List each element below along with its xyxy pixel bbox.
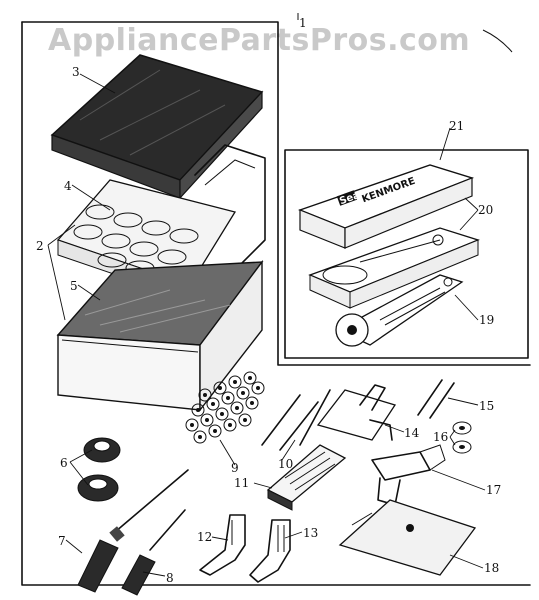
callout-10: 10 <box>278 457 293 471</box>
outer-frame <box>21 13 531 586</box>
callout-18: 18 <box>484 561 499 575</box>
callout-3: 3 <box>72 65 80 79</box>
callout-numbers: 1 2 3 4 5 6 7 8 9 10 11 12 13 14 15 16 1… <box>36 16 501 585</box>
zipper-foot <box>316 384 397 441</box>
callout-7: 7 <box>58 534 66 548</box>
inset-box <box>284 149 529 359</box>
callout-14: 14 <box>404 426 420 440</box>
gauge-attachment <box>335 274 464 347</box>
callout-20: 20 <box>478 203 493 217</box>
watermark: AppliancePartsPros.com <box>48 23 470 58</box>
presser-foot-13 <box>249 519 291 583</box>
screwdriver-small <box>121 509 186 596</box>
callout-2: 2 <box>36 239 44 253</box>
callout-15: 15 <box>479 399 494 413</box>
bobbins <box>185 371 265 444</box>
hemmer-foot <box>371 444 446 506</box>
callout-16: 16 <box>433 430 448 444</box>
callout-1: 1 <box>299 16 307 30</box>
seam-guide-plate <box>338 499 477 576</box>
spool-pins <box>417 379 455 419</box>
callout-19: 19 <box>479 313 494 327</box>
callout-13: 13 <box>303 526 318 540</box>
callout-4: 4 <box>64 179 72 193</box>
leader-lines <box>47 73 486 577</box>
needles <box>261 389 331 451</box>
presser-foot-12 <box>199 514 246 576</box>
callout-8: 8 <box>166 571 174 585</box>
sears-badge <box>336 190 358 206</box>
callout-9: 9 <box>231 461 239 475</box>
attachment-case: Sears KENMORE <box>297 164 480 309</box>
callout-11: 11 <box>234 476 249 490</box>
needle-pack <box>266 444 347 511</box>
callout-6: 6 <box>60 456 68 470</box>
felt-washers <box>452 421 472 454</box>
callout-21: 21 <box>449 119 464 133</box>
inner-box <box>194 144 266 271</box>
callout-12: 12 <box>197 530 212 544</box>
callout-17: 17 <box>486 483 501 497</box>
callout-5: 5 <box>70 279 78 293</box>
storage-box-base <box>56 259 264 413</box>
screwdriver-large <box>77 469 189 593</box>
storage-box-lid <box>50 54 264 200</box>
spool-caps <box>77 437 121 502</box>
